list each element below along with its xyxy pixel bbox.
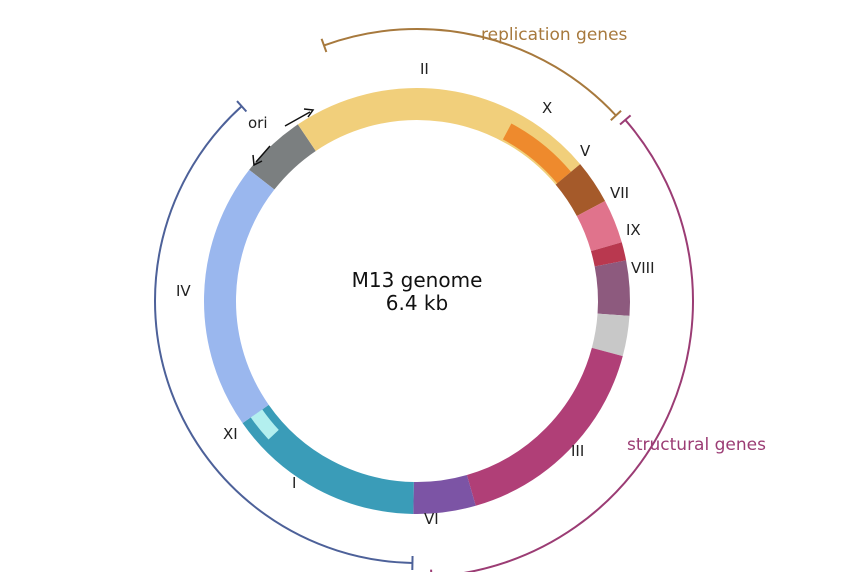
assembly-genes-bracket <box>154 105 413 564</box>
segment-gene-v <box>555 164 606 217</box>
replication-arrow-icon <box>284 111 311 127</box>
ori-direction-arrows <box>252 108 315 167</box>
segment-gene-iv <box>204 169 275 424</box>
segment-gene-x <box>502 123 571 184</box>
replication-bracket-end-cap <box>610 109 622 122</box>
label-gene-v: V <box>580 142 591 160</box>
segment-gene-i <box>242 404 415 514</box>
replication-genes-label: replication genes <box>481 25 628 45</box>
label-gene-ix: IX <box>626 221 641 239</box>
structural-genes-bracket <box>463 119 694 572</box>
genome-ring <box>204 88 630 514</box>
label-gene-iv: IV <box>176 282 191 300</box>
label-gene-xi: XI <box>223 425 238 443</box>
genome-title: M13 genome <box>352 268 483 292</box>
replication-genes-bracket <box>323 28 617 117</box>
segment-gene-ix <box>590 242 627 267</box>
genome-size: 6.4 kb <box>386 291 448 315</box>
arrowhead-icon <box>252 154 263 167</box>
structural-genes-label: structural genes <box>627 435 766 455</box>
label-gene-vii: VII <box>610 184 629 202</box>
structural-bracket-end-cap <box>619 114 632 126</box>
label-gene-ii: II <box>420 60 429 78</box>
label-gene-iii: III <box>571 442 584 460</box>
segment-gene-iii <box>466 347 623 506</box>
assembly-bracket-end-cap <box>236 100 248 113</box>
segment-ori <box>249 124 317 190</box>
segment-intergenic-region <box>591 313 630 357</box>
label-gene-x: X <box>542 99 552 117</box>
segment-gene-xi <box>250 409 279 440</box>
gene-labels: ori II X V VII IX VIII III VI I XI IV <box>176 60 655 528</box>
label-gene-i: I <box>292 474 296 492</box>
segment-gene-vi <box>413 474 476 514</box>
label-gene-vi: VI <box>424 510 439 528</box>
segment-gene-vii <box>576 200 622 252</box>
label-gene-viii: VIII <box>631 259 655 277</box>
label-ori: ori <box>248 114 268 132</box>
replication-arrow-icon <box>255 145 271 163</box>
arrowhead-icon <box>303 108 315 118</box>
segment-gene-viii <box>594 260 630 316</box>
replication-bracket-end-cap <box>320 38 328 53</box>
